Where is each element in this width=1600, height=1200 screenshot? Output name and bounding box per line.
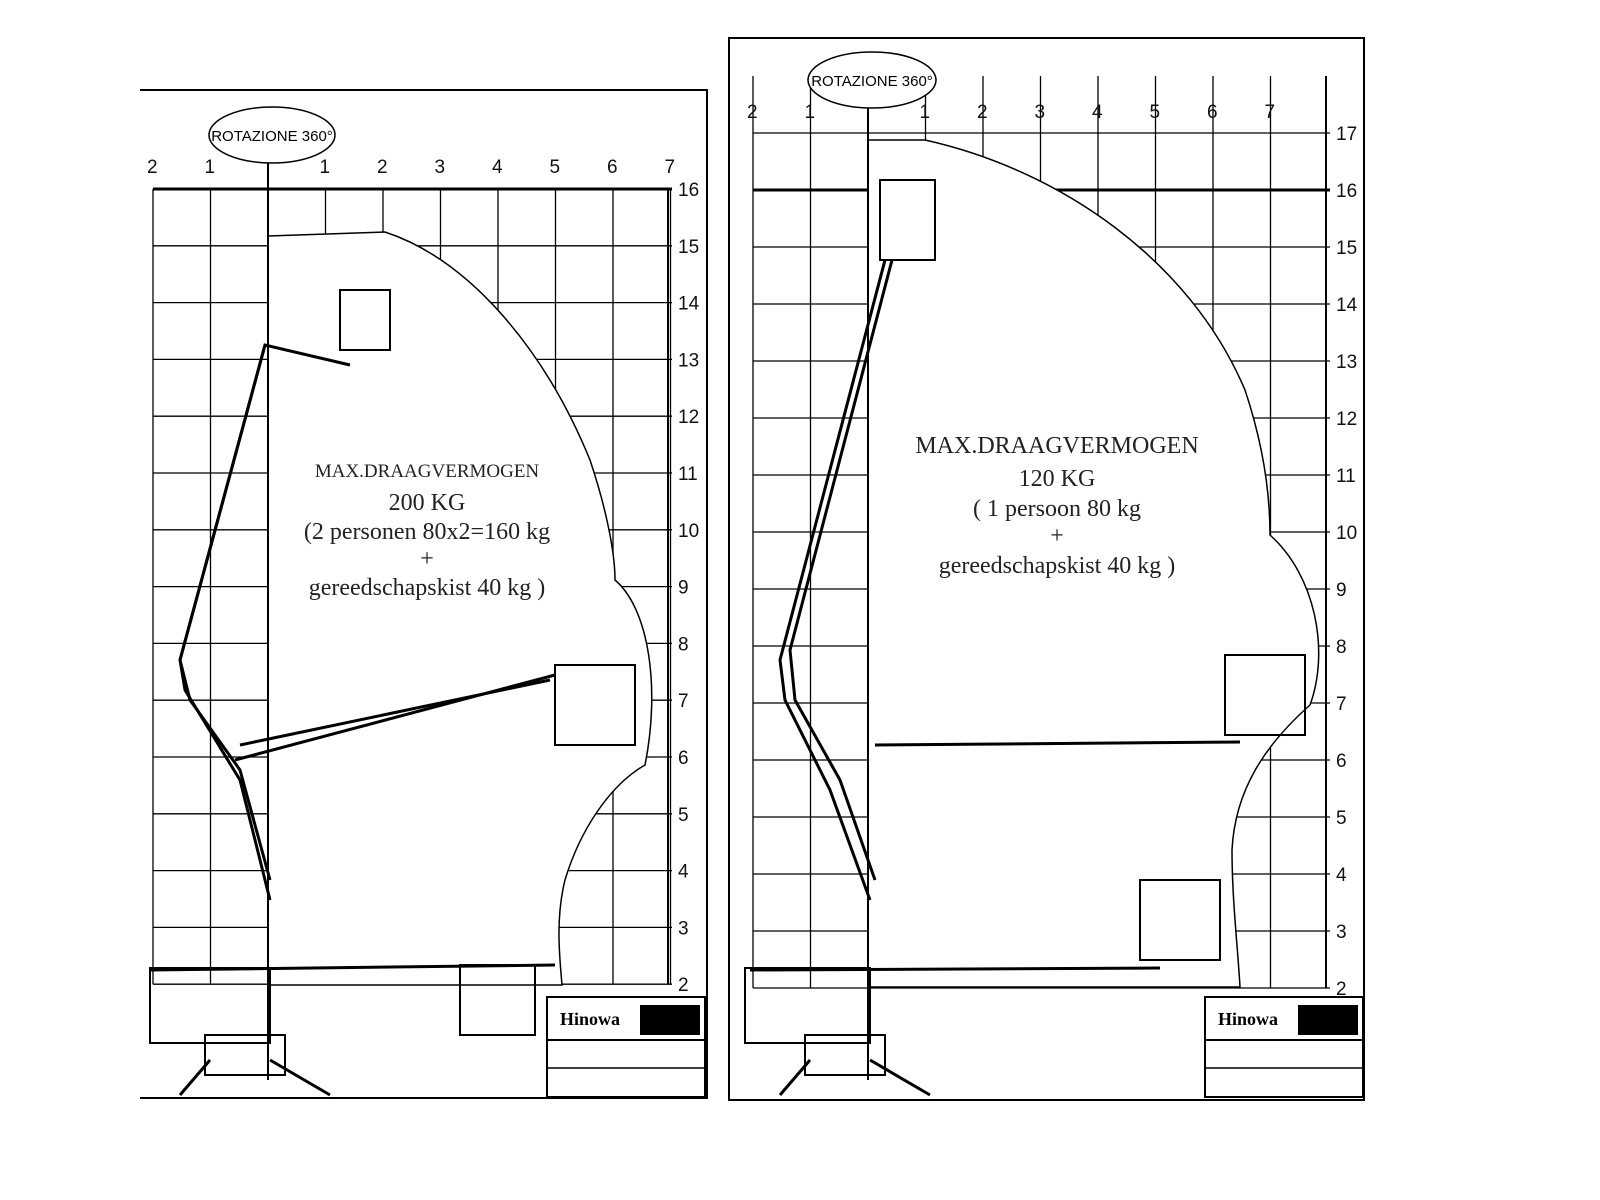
y-tick-label: 5 bbox=[678, 805, 689, 826]
y-tick-label: 3 bbox=[678, 918, 689, 939]
y-tick-label: 12 bbox=[678, 407, 699, 428]
right-boom-drawing bbox=[744, 179, 1306, 1097]
x-tick-label: 5 bbox=[1150, 102, 1161, 123]
capacity-load: 120 KG bbox=[1019, 466, 1096, 492]
x-tick-label: 2 bbox=[747, 102, 758, 123]
y-tick-label: 14 bbox=[678, 294, 700, 315]
x-tick-label: 1 bbox=[805, 102, 816, 123]
capacity-persons: (2 personen 80x2=160 kg bbox=[304, 519, 550, 545]
right-working-envelope bbox=[867, 139, 1320, 988]
y-tick-label: 9 bbox=[1336, 580, 1347, 601]
left-frame bbox=[140, 89, 708, 1099]
y-tick-label: 6 bbox=[678, 748, 689, 769]
right-logo: Hinowa bbox=[1218, 1009, 1278, 1029]
x-tick-label: 6 bbox=[1207, 102, 1218, 123]
y-tick-label: 16 bbox=[1336, 181, 1357, 202]
left-working-envelope bbox=[267, 231, 653, 986]
x-tick-label: 1 bbox=[920, 102, 931, 123]
x-tick-label: 3 bbox=[435, 157, 446, 178]
right-capacity-text: MAX.DRAAGVERMOGEN 120 KG ( 1 persoon 80 … bbox=[915, 433, 1198, 579]
x-tick-label: 4 bbox=[492, 157, 503, 178]
capacity-load: 200 KG bbox=[389, 490, 466, 516]
x-tick-label: 7 bbox=[665, 157, 676, 178]
y-tick-label: 17 bbox=[1336, 124, 1357, 145]
x-tick-label: 5 bbox=[550, 157, 561, 178]
y-tick-label: 4 bbox=[1336, 865, 1347, 886]
y-tick-label: 7 bbox=[1336, 694, 1347, 715]
left-boom-drawing bbox=[149, 289, 636, 1097]
y-tick-label: 6 bbox=[1336, 751, 1347, 772]
y-tick-label: 5 bbox=[1336, 808, 1347, 829]
right-title-block: Hinowa bbox=[1204, 996, 1364, 1098]
y-tick-label: 14 bbox=[1336, 295, 1358, 316]
y-tick-label: 16 bbox=[678, 180, 699, 201]
x-tick-label: 2 bbox=[147, 157, 158, 178]
y-tick-label: 7 bbox=[678, 691, 689, 712]
x-tick-label: 3 bbox=[1035, 102, 1046, 123]
y-tick-label: 8 bbox=[1336, 637, 1347, 658]
capacity-title: MAX.DRAAGVERMOGEN bbox=[315, 461, 540, 482]
left-logo: Hinowa bbox=[560, 1009, 620, 1029]
y-tick-label: 11 bbox=[1336, 466, 1356, 487]
y-tick-label: 13 bbox=[1336, 352, 1357, 373]
y-tick-label: 8 bbox=[678, 634, 689, 655]
right-rotation-label: ROTAZIONE 360° bbox=[811, 73, 933, 90]
y-tick-label: 2 bbox=[678, 975, 689, 996]
y-tick-label: 9 bbox=[678, 578, 689, 599]
x-tick-label: 2 bbox=[977, 102, 988, 123]
left-rotation-ellipse bbox=[208, 106, 336, 164]
x-tick-label: 4 bbox=[1092, 102, 1103, 123]
capacity-title: MAX.DRAAGVERMOGEN bbox=[915, 433, 1198, 459]
y-tick-label: 10 bbox=[1336, 523, 1357, 544]
y-tick-label: 10 bbox=[678, 521, 699, 542]
right-frame bbox=[728, 37, 1365, 1101]
y-tick-label: 11 bbox=[678, 464, 698, 485]
y-tick-label: 4 bbox=[678, 862, 689, 883]
x-tick-label: 7 bbox=[1265, 102, 1276, 123]
y-tick-label: 12 bbox=[1336, 409, 1357, 430]
capacity-persons: ( 1 persoon 80 kg bbox=[973, 496, 1141, 522]
x-tick-label: 6 bbox=[607, 157, 618, 178]
capacity-toolbox: gereedschapskist 40 kg ) bbox=[309, 575, 546, 601]
capacity-plus: + bbox=[1050, 523, 1064, 549]
left-title-block: Hinowa bbox=[546, 996, 706, 1098]
left-capacity-text: MAX.DRAAGVERMOGEN 200 KG (2 personen 80x… bbox=[304, 461, 550, 601]
y-tick-label: 15 bbox=[1336, 238, 1357, 259]
capacity-toolbox: gereedschapskist 40 kg ) bbox=[939, 553, 1176, 579]
right-rotation-ellipse bbox=[807, 51, 937, 109]
y-tick-label: 15 bbox=[678, 237, 699, 258]
x-tick-label: 2 bbox=[377, 157, 388, 178]
left-rotation-label: ROTAZIONE 360° bbox=[211, 128, 333, 145]
x-tick-label: 1 bbox=[320, 157, 331, 178]
y-tick-label: 2 bbox=[1336, 979, 1347, 1000]
y-tick-label: 13 bbox=[678, 350, 699, 371]
y-tick-label: 3 bbox=[1336, 922, 1347, 943]
x-tick-label: 1 bbox=[205, 157, 216, 178]
capacity-plus: + bbox=[420, 546, 434, 572]
